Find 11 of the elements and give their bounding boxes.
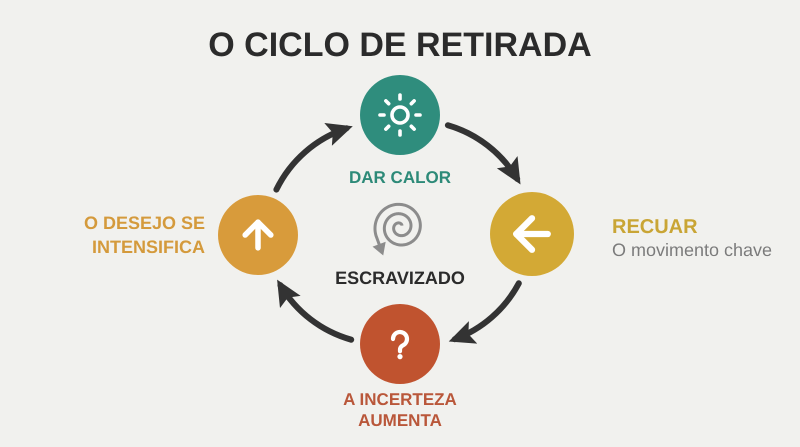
arrow <box>448 280 522 342</box>
step-title: O DESEJO SE INTENSIFICA <box>82 212 205 259</box>
arrow <box>444 122 521 184</box>
step-subtitle: O movimento chave <box>612 239 772 261</box>
arrow <box>276 280 354 343</box>
title: O CICLO DE RETIRADA <box>208 25 592 65</box>
center-label: ESCRAVIZADO <box>335 267 465 289</box>
arrow <box>273 124 353 193</box>
step-title: DAR CALOR <box>349 167 451 189</box>
step-title: RECUAR <box>612 215 698 239</box>
step-title: A INCERTEZA AUMENTA <box>342 389 458 431</box>
